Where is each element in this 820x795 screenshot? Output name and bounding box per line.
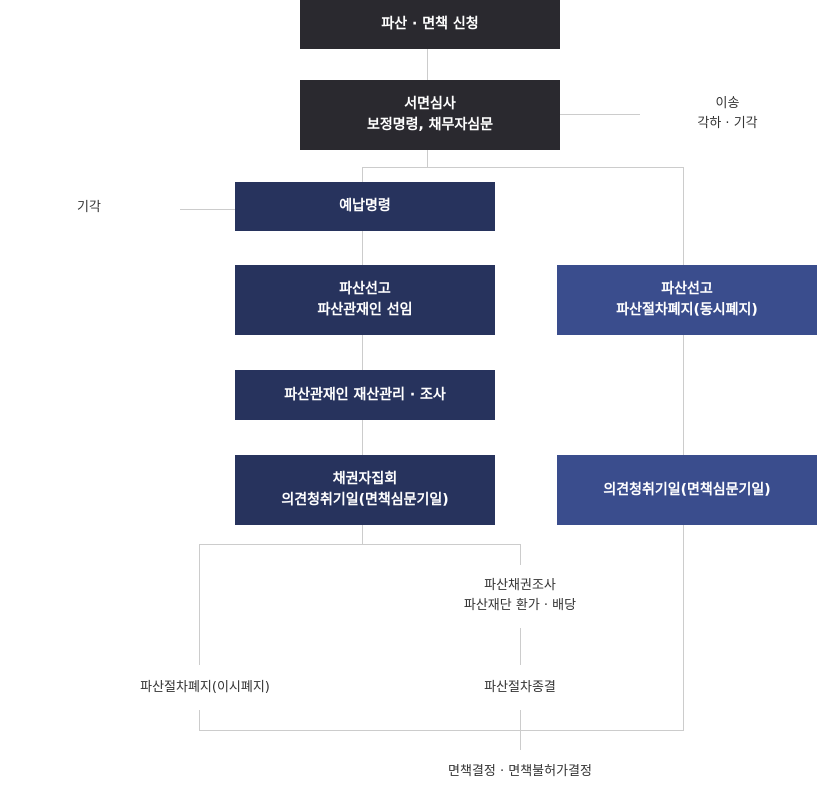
claim-investigation-line2: 파산재단 환가 · 배당 bbox=[463, 598, 577, 613]
opinion-hearing-label: 의견청취기일(면책심문기일) bbox=[603, 481, 771, 498]
dismissal-label: 기각 bbox=[62, 198, 116, 218]
declaration-label-line2: 파산관재인 선임 bbox=[317, 302, 413, 318]
declaration-box: 파산선고 파산관재인 선임 bbox=[235, 265, 495, 335]
prepayment-box: 예납명령 bbox=[235, 182, 495, 231]
declaration-simultaneous-label-line1: 파산선고 bbox=[661, 281, 713, 297]
opinion-hearing-box: 의견청취기일(면책심문기일) bbox=[557, 455, 817, 525]
claim-investigation-line1: 파산채권조사 bbox=[484, 578, 556, 593]
abolition-after-text: 파산절차폐지(이시폐지) bbox=[140, 680, 270, 695]
transfer-label: 이송 각하 · 기각 bbox=[680, 94, 775, 134]
prepayment-label: 예납명령 bbox=[339, 198, 391, 214]
declaration-simultaneous-label-line2: 파산절차폐지(동시폐지) bbox=[616, 302, 758, 318]
review-label-line2: 보정명령, 채무자심문 bbox=[366, 117, 494, 133]
termination-label: 파산절차종결 bbox=[460, 678, 580, 698]
discharge-decision-text: 면책결정 · 면책불허가결정 bbox=[448, 764, 592, 779]
claim-investigation-label: 파산채권조사 파산재단 환가 · 배당 bbox=[440, 576, 600, 616]
abolition-after-label: 파산절차폐지(이시폐지) bbox=[120, 678, 290, 698]
termination-text: 파산절차종결 bbox=[484, 680, 556, 695]
creditor-meeting-box: 채권자집회 의견청취기일(면책심문기일) bbox=[235, 455, 495, 525]
transfer-label-line1: 이송 bbox=[715, 96, 740, 111]
declaration-label-line1: 파산선고 bbox=[339, 281, 391, 297]
review-box: 서면심사 보정명령, 채무자심문 bbox=[300, 80, 560, 150]
discharge-decision-label: 면책결정 · 면책불허가결정 bbox=[410, 762, 630, 782]
dismissal-label-text: 기각 bbox=[77, 200, 101, 215]
trustee-management-box: 파산관재인 재산관리 · 조사 bbox=[235, 370, 495, 420]
declaration-simultaneous-box: 파산선고 파산절차폐지(동시폐지) bbox=[557, 265, 817, 335]
transfer-label-line2: 각하 · 기각 bbox=[697, 116, 758, 131]
application-label: 파산 · 면책 신청 bbox=[381, 16, 479, 32]
application-box: 파산 · 면책 신청 bbox=[300, 0, 560, 49]
review-label-line1: 서면심사 bbox=[404, 96, 456, 112]
creditor-meeting-label-line1: 채권자집회 bbox=[332, 471, 398, 487]
creditor-meeting-label-line2: 의견청취기일(면책심문기일) bbox=[281, 492, 449, 508]
trustee-management-label: 파산관재인 재산관리 · 조사 bbox=[284, 386, 446, 403]
